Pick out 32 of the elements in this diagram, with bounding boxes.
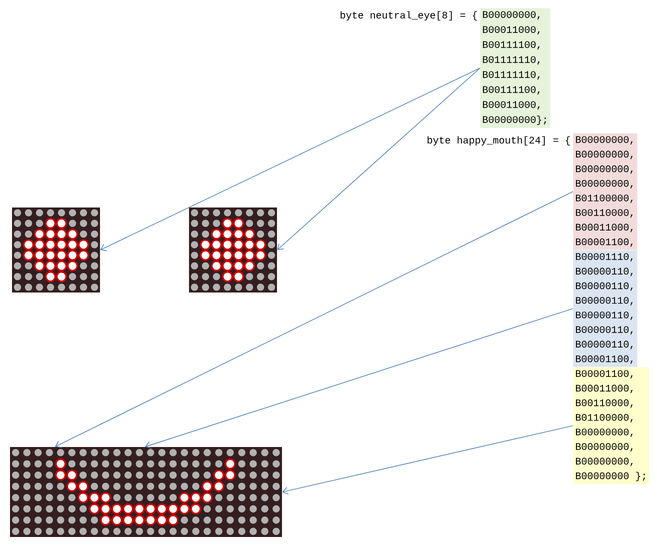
- code-heading: byte happy_mouth[24] = {: [428, 136, 570, 146]
- node-label: B00111100,: [482, 86, 540, 95]
- node-label: B00000000,: [576, 165, 633, 174]
- led-matrix-drawing: [100, 447, 190, 537]
- node-label: B00011000,: [482, 26, 540, 35]
- node-label: B00000000,: [576, 150, 633, 160]
- node-label: B01111110,: [482, 71, 540, 80]
- code-heading: byte neutral_eye[8] = {: [340, 11, 477, 21]
- node-label: B00110000,: [576, 209, 633, 218]
- led-matrix-drawing: [10, 447, 100, 537]
- node-label: B01111110,: [482, 56, 540, 65]
- node-label: B00000000,: [576, 136, 633, 145]
- led-matrix-drawing: [189, 208, 277, 292]
- code-block: B00000000, B00011000, B00111100, B01111110, B01111110, B00111100, B00011000, B00000000};: [480, 8, 550, 128]
- node-label: B00000000,: [482, 11, 540, 20]
- node-label: B00011000,: [576, 224, 633, 232]
- node-label: B00011000,: [482, 101, 540, 110]
- node-label: B00001100,: [576, 238, 633, 247]
- node-label: B00000000};: [482, 116, 546, 125]
- arrow: [100, 68, 480, 252]
- arrow: [55, 191, 574, 448]
- node-label: B00000000,: [576, 180, 633, 188]
- code-block: B00001100, B00011000, B00110000, B01100000, B00000000, B00000000, B00000000, B00000000 };: [573, 367, 650, 484]
- arrow: [282, 425, 574, 494]
- led-matrix-drawing: [190, 447, 282, 537]
- node-label: B00111100,: [482, 41, 540, 50]
- arrow: [145, 308, 574, 449]
- code-block: B00000000, B00000000, B00000000, B00000000, B01100000, B00110000, B00011000, B00001100,: [573, 133, 638, 250]
- node-label: B01100000,: [576, 194, 633, 204]
- code-block: B00001110, B00000110, B00000110, B00000110, B00000110, B00000110, B00000110, B00001100,: [573, 250, 638, 367]
- arrow: [277, 68, 480, 250]
- led-matrix-drawing: [12, 208, 100, 292]
